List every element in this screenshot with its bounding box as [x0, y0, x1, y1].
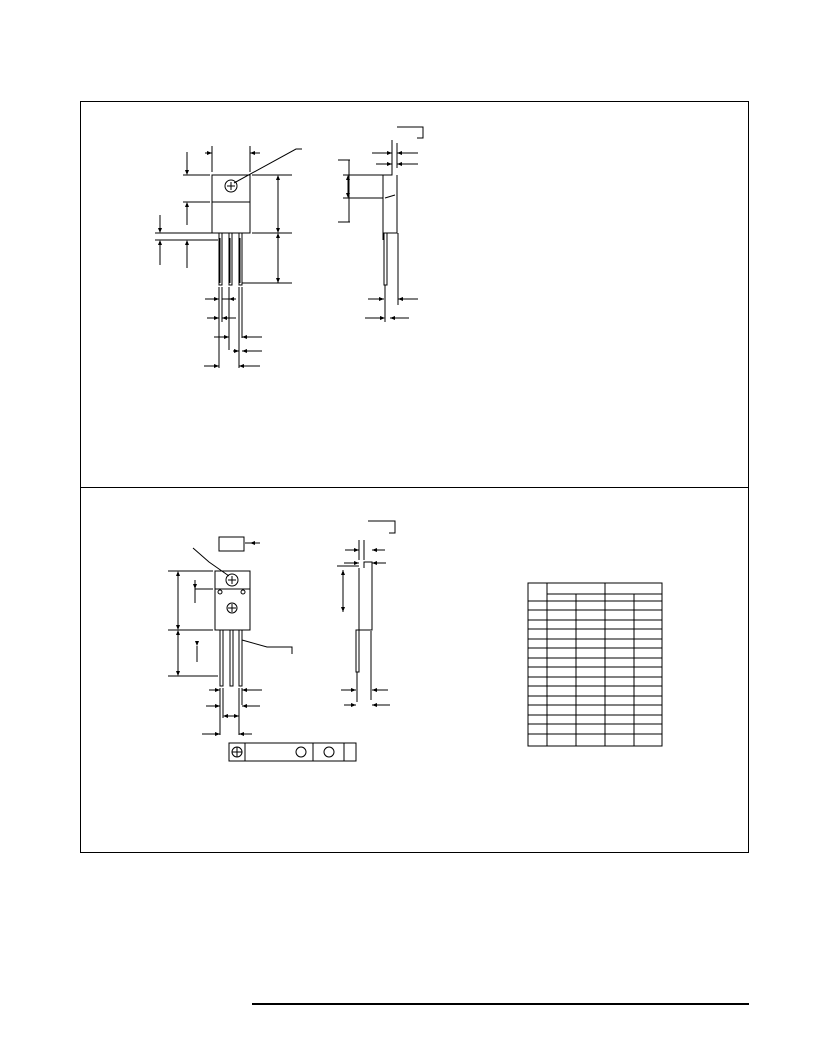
- dimension-table: [528, 583, 662, 746]
- mounting-hole-icon: [225, 180, 237, 192]
- footer-rule: [252, 1003, 749, 1005]
- outline-frame: [80, 101, 749, 853]
- dimension-arrowheads: [158, 151, 403, 736]
- package-2-front-view: [168, 537, 356, 761]
- package-1-side-view: [338, 127, 423, 322]
- mounting-hole-icon: [226, 574, 238, 586]
- package-1-front-view: [155, 146, 302, 368]
- package-2-side-view: [337, 521, 395, 705]
- section-divider: [80, 487, 749, 488]
